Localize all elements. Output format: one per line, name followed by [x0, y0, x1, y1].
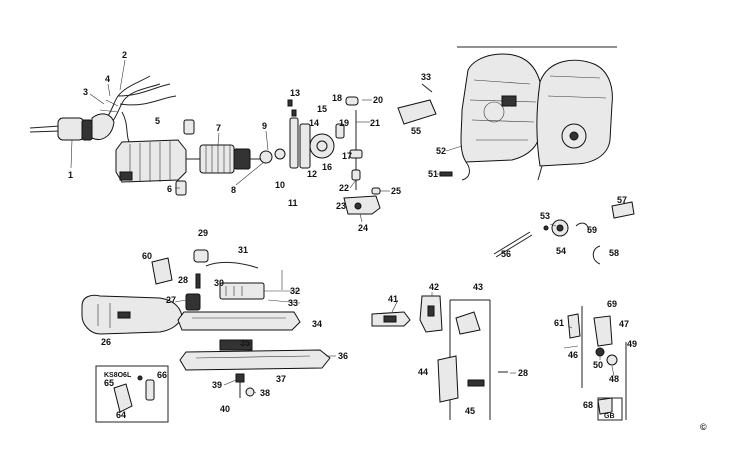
label-part-23: 23: [336, 201, 346, 211]
label-part-69: 69: [607, 299, 617, 309]
label-part-53: 53: [540, 211, 550, 221]
label-part-15: 15: [317, 104, 327, 114]
label-part-30: 30: [214, 278, 224, 288]
label-part-9: 9: [262, 121, 267, 131]
label-part-13: 13: [290, 88, 300, 98]
label-part-10: 10: [275, 180, 285, 190]
label-part-68: 68: [583, 400, 593, 410]
blade-clamp-box: [437, 299, 508, 420]
kit-box-label: KS8O6L: [104, 372, 132, 379]
cord-guard: [91, 113, 115, 140]
label-part-42: 42: [429, 282, 439, 292]
warning-label: [397, 99, 437, 125]
label-part-44: 44: [418, 367, 428, 377]
motor-field: [115, 139, 187, 183]
guide-shoe: [371, 311, 411, 327]
label-part-11: 11: [288, 198, 298, 208]
label-part-55: 55: [411, 126, 421, 136]
label-part-12: 12: [307, 169, 317, 179]
label-part-65: 65: [104, 378, 114, 388]
label-part-45: 45: [465, 406, 475, 416]
label-part-39: 39: [212, 380, 222, 390]
label-part-41: 41: [388, 294, 398, 304]
label-part-36: 36: [338, 351, 348, 361]
accessory-kit-box: [95, 365, 169, 423]
blade-guard: [151, 257, 173, 285]
label-part-58: 58: [609, 248, 619, 258]
label-part-27: 27: [166, 295, 176, 305]
label-part-66: 66: [157, 370, 167, 380]
label-part-1: 1: [68, 170, 73, 180]
label-part-29: 29: [198, 228, 208, 238]
housing-right-half: [536, 59, 613, 181]
label-part-17: 17: [342, 151, 352, 161]
label-part-59: 59: [587, 225, 597, 235]
label-part-3: 3: [83, 87, 88, 97]
plunger-and-clamp: [343, 187, 381, 215]
armature: [186, 144, 262, 174]
bevel-lock-screw: [235, 373, 255, 398]
blade-accessories: [493, 201, 635, 265]
label-part-33-top: 33: [421, 72, 431, 82]
shoe-plate: [179, 339, 331, 371]
label-part-61: 61: [554, 318, 564, 328]
leader-lines: [70, 59, 615, 394]
bearing-and-gear-set: [259, 96, 363, 190]
copyright-mark: ©: [700, 422, 707, 432]
label-part-20: 20: [373, 95, 383, 105]
blade-holder: [419, 295, 443, 333]
dust-extraction-chute: [81, 294, 183, 335]
label-part-57: 57: [617, 195, 627, 205]
label-part-2: 2: [122, 50, 127, 60]
label-part-47: 47: [619, 319, 629, 329]
label-part-52: 52: [436, 146, 446, 156]
label-part-19: 19: [339, 118, 349, 128]
label-part-24: 24: [358, 223, 368, 233]
gb-label: GB: [604, 413, 615, 420]
label-part-14: 14: [309, 118, 319, 128]
label-part-6: 6: [167, 184, 172, 194]
bevel-lever-assembly: [563, 306, 627, 420]
label-part-28-right: 28: [518, 368, 528, 378]
switch-assembly: [185, 249, 265, 311]
label-part-7: 7: [216, 123, 221, 133]
label-part-28: 28: [178, 275, 188, 285]
label-part-21: 21: [370, 118, 380, 128]
label-part-37: 37: [276, 374, 286, 384]
label-part-60: 60: [142, 251, 152, 261]
label-part-8: 8: [231, 185, 236, 195]
label-part-51: 51: [428, 169, 438, 179]
label-part-64: 64: [116, 410, 126, 420]
housing-screws: [421, 83, 453, 177]
label-part-40: 40: [220, 404, 230, 414]
label-part-48: 48: [609, 374, 619, 384]
gb-plug-box: [597, 397, 623, 421]
label-part-43: 43: [473, 282, 483, 292]
label-part-22: 22: [339, 183, 349, 193]
label-part-4: 4: [105, 74, 110, 84]
label-part-34: 34: [312, 319, 322, 329]
label-part-49: 49: [627, 339, 637, 349]
label-part-16: 16: [322, 162, 332, 172]
blade-clamp-bar: [177, 311, 301, 331]
label-part-38: 38: [260, 388, 270, 398]
label-part-33: 33: [288, 298, 298, 308]
label-part-56: 56: [501, 249, 511, 259]
label-part-31: 31: [238, 245, 248, 255]
label-part-25: 25: [391, 186, 401, 196]
label-part-5: 5: [155, 116, 160, 126]
label-part-46: 46: [568, 350, 578, 360]
label-part-50: 50: [593, 360, 603, 370]
wiring-leads: [117, 83, 177, 147]
label-part-54: 54: [556, 246, 566, 256]
carbon-brushes: [175, 119, 195, 196]
label-part-26: 26: [101, 337, 111, 347]
label-part-18: 18: [332, 93, 342, 103]
